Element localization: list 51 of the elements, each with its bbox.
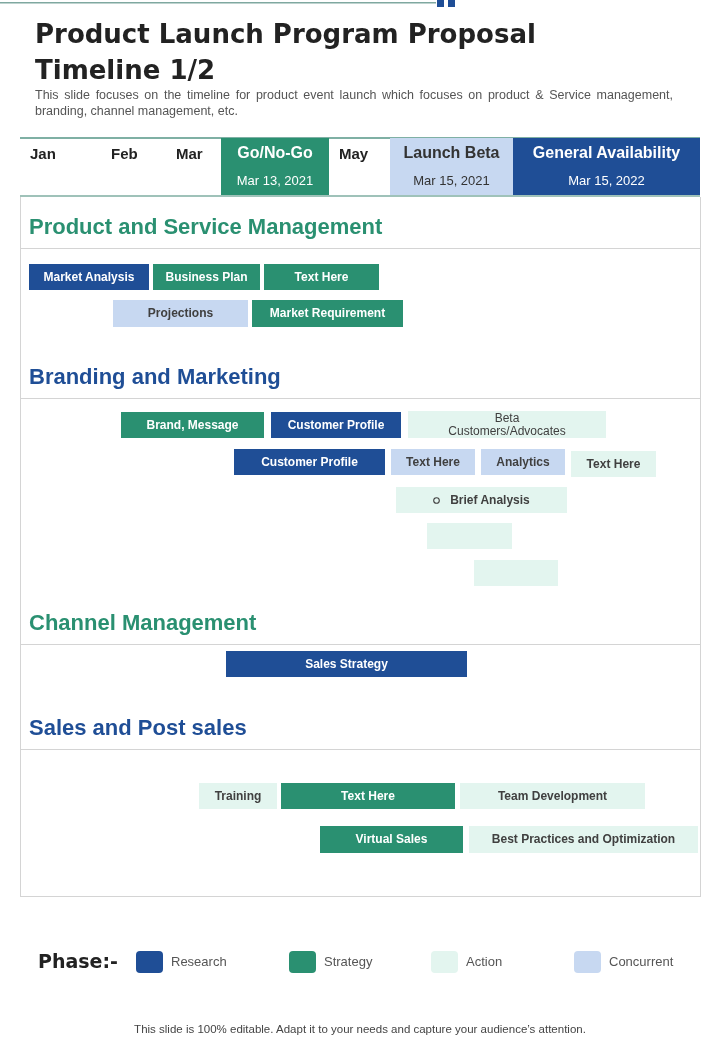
milestone-date: Mar 15, 2021	[412, 173, 491, 188]
task-bar: Team Development	[460, 783, 645, 809]
legend-label: Concurrent	[609, 954, 674, 969]
task-bar: Brand, Message	[121, 412, 264, 438]
task-bar: Virtual Sales	[320, 826, 463, 853]
legend-title: Phase:-	[38, 950, 118, 972]
legend-label: Research	[171, 954, 227, 969]
section-panel	[20, 600, 701, 708]
milestone-cell	[513, 138, 700, 195]
legend-label: Action	[466, 954, 503, 969]
task-bar: Customer Profile	[234, 449, 385, 475]
milestone-title: Launch Beta	[402, 144, 501, 162]
section-panel	[20, 197, 701, 362]
milestone-cell	[221, 138, 329, 195]
task-bar: Analytics	[481, 449, 565, 475]
month-label: Jan	[30, 145, 56, 162]
section-heading: Branding and Marketing	[29, 364, 281, 390]
task-bar: Best Practices and Optimization	[469, 826, 698, 853]
section-heading: Channel Management	[29, 610, 257, 636]
footer-note: This slide is 100% editable. Adapt it to your needs and capture your audience’s attention.	[133, 1023, 587, 1035]
legend-label: Strategy	[324, 954, 373, 969]
task-bar: Text Here	[264, 264, 379, 290]
month-label: Feb	[111, 145, 138, 162]
subtitle-text: This slide focuses on the timeline for product event launch which focuses on product & Service management, branding, channel management, etc.	[35, 87, 673, 119]
task-bar: Text Here	[571, 451, 656, 477]
month-label: Mar	[176, 145, 203, 162]
task-bar	[474, 560, 558, 586]
task-bar	[427, 523, 512, 549]
task-bar: Market Analysis	[29, 264, 149, 290]
task-bar: Training	[199, 783, 277, 809]
section-panel	[20, 362, 701, 600]
section-panel	[20, 708, 701, 897]
task-bar: Business Plan	[153, 264, 260, 290]
bar-label: Brief Analysis	[450, 493, 530, 507]
section-heading: Sales and Post sales	[29, 715, 247, 741]
milestone-title: Go/No-Go	[236, 144, 314, 162]
milestone-title: General Availability	[531, 144, 682, 162]
task-bar: Text Here	[281, 783, 455, 809]
task-bar	[396, 487, 567, 513]
milestone-cell	[390, 138, 513, 195]
task-bar: Beta Customers/Advocates	[408, 411, 606, 438]
slide-title: Product Launch Program Proposal Timeline 1/2	[35, 18, 537, 87]
section-heading: Product and Service Management	[29, 214, 383, 240]
milestone-date: Mar 15, 2022	[567, 173, 646, 188]
task-bar: Sales Strategy	[226, 651, 467, 677]
task-bar: Projections	[113, 300, 248, 327]
month-label: May	[339, 145, 369, 162]
milestone-date: Mar 13, 2021	[235, 173, 315, 188]
task-bar: Market Requirement	[252, 300, 403, 327]
task-bar: Text Here	[391, 449, 475, 475]
task-bar: Customer Profile	[271, 412, 401, 438]
